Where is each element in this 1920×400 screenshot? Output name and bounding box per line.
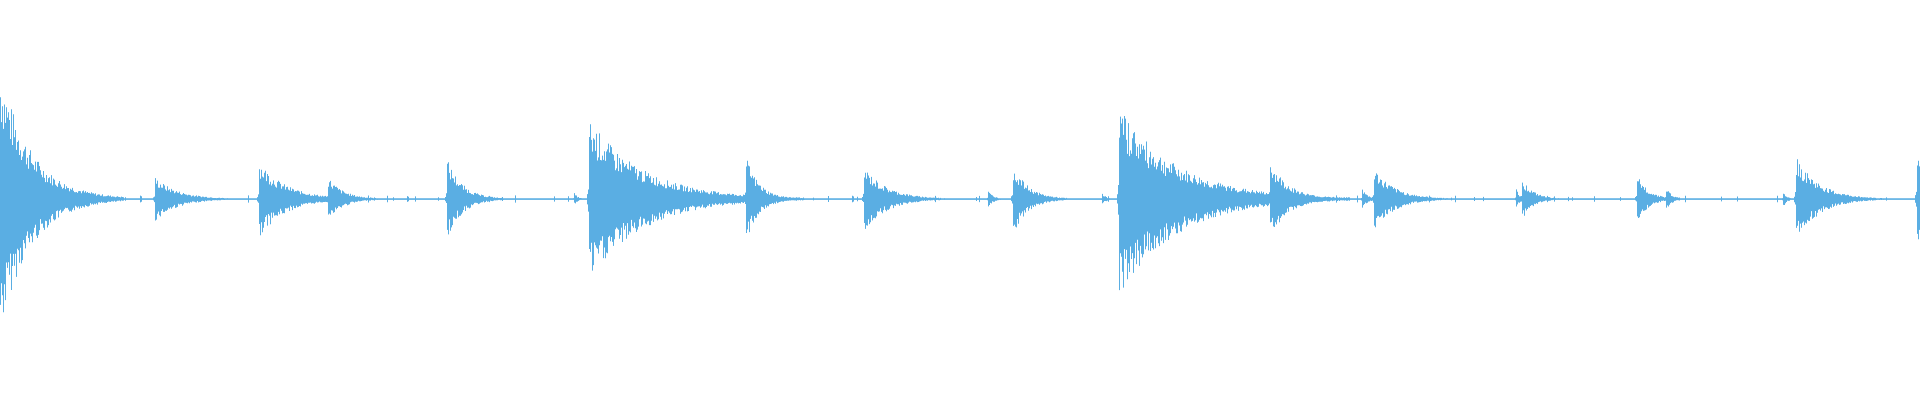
waveform-samples: [0, 97, 1920, 313]
